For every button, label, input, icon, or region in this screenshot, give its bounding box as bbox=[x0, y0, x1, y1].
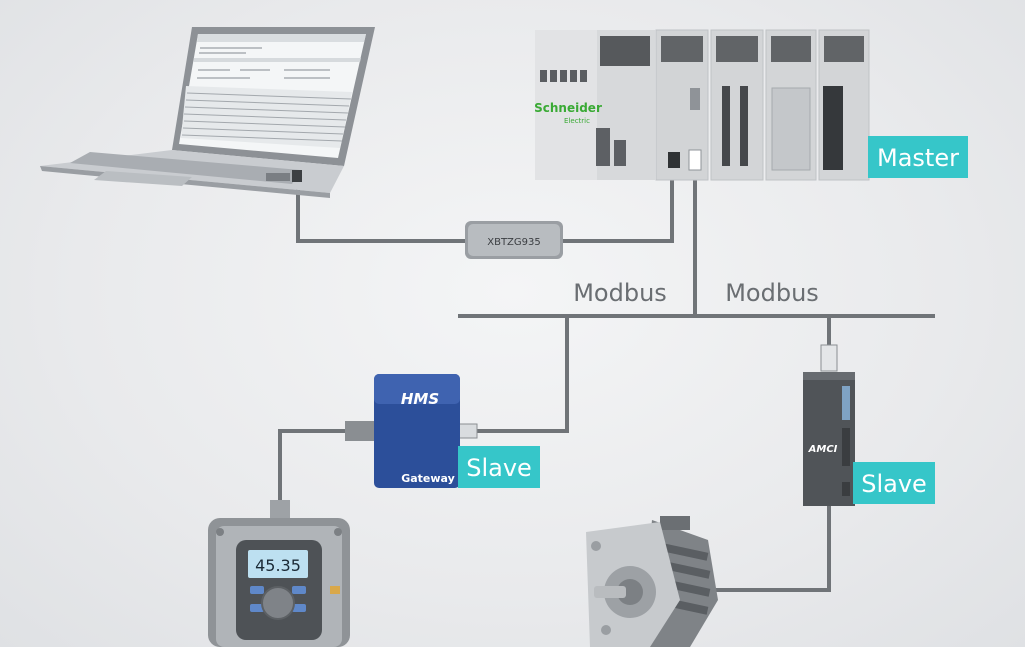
modbus-label-right: Modbus bbox=[725, 279, 819, 307]
adapter-model-label: XBTZG935 bbox=[487, 237, 541, 248]
laptop bbox=[40, 27, 375, 198]
usb-plug bbox=[292, 170, 302, 182]
meter-knob bbox=[261, 586, 295, 620]
plc-io-module-2 bbox=[765, 29, 817, 181]
drive-device: AMCI bbox=[803, 344, 855, 506]
meter-button-left-lower bbox=[250, 604, 264, 612]
laptop-trackpad bbox=[94, 171, 192, 186]
plc-programming-cable bbox=[562, 166, 674, 243]
modbus-label-left: Modbus bbox=[573, 279, 667, 307]
meter-cable-gland bbox=[270, 500, 290, 522]
master-label: Master bbox=[868, 136, 968, 178]
laptop-cable bbox=[296, 178, 465, 243]
stepper-motor bbox=[586, 516, 718, 647]
gateway-slave-label-text: Slave bbox=[466, 454, 532, 482]
gateway-slave-label: Slave bbox=[458, 446, 540, 488]
meter-button-right bbox=[292, 586, 306, 594]
drive-rj45-plug bbox=[820, 344, 838, 372]
drive-slave-label-text: Slave bbox=[861, 470, 927, 498]
motor-cable bbox=[710, 505, 831, 592]
laptop-keyboard bbox=[70, 152, 300, 184]
plc-usb-port bbox=[668, 152, 680, 168]
gateway-db9-connector bbox=[345, 421, 375, 441]
cable-adapter: XBTZG935 bbox=[465, 221, 563, 259]
master-label-text: Master bbox=[877, 144, 959, 172]
gateway-caption: Gateway bbox=[401, 472, 455, 485]
meter-display-value: 45.35 bbox=[255, 556, 301, 575]
plc-io-module-3 bbox=[818, 29, 870, 181]
motor-shaft bbox=[594, 586, 626, 598]
plc-brand-name: Schneider bbox=[534, 101, 602, 115]
plc-io-module-1 bbox=[710, 29, 764, 181]
plc-rack: Schneider Electric bbox=[534, 29, 870, 181]
meter-display-screen bbox=[248, 550, 308, 578]
meter-button-right-lower bbox=[292, 604, 306, 612]
gateway-device: HMS Gateway bbox=[345, 374, 478, 488]
motor-connector bbox=[660, 516, 690, 530]
plc-brand-subname: Electric bbox=[564, 117, 590, 125]
gateway-bus-drop bbox=[476, 316, 569, 433]
plc-led-row bbox=[540, 70, 587, 82]
laptop-usb-port bbox=[266, 173, 290, 181]
drive-slave-label: Slave bbox=[853, 462, 935, 504]
meter-button-left bbox=[250, 586, 264, 594]
plc-display-panel bbox=[600, 36, 650, 66]
gateway-brand-logo: HMS bbox=[401, 390, 439, 408]
network-lines bbox=[278, 166, 935, 592]
flow-meter: 45.35 bbox=[208, 500, 350, 647]
drive-brand-logo: AMCI bbox=[808, 444, 838, 455]
plc-modbus-port bbox=[688, 149, 702, 171]
meter-cable bbox=[278, 429, 352, 506]
